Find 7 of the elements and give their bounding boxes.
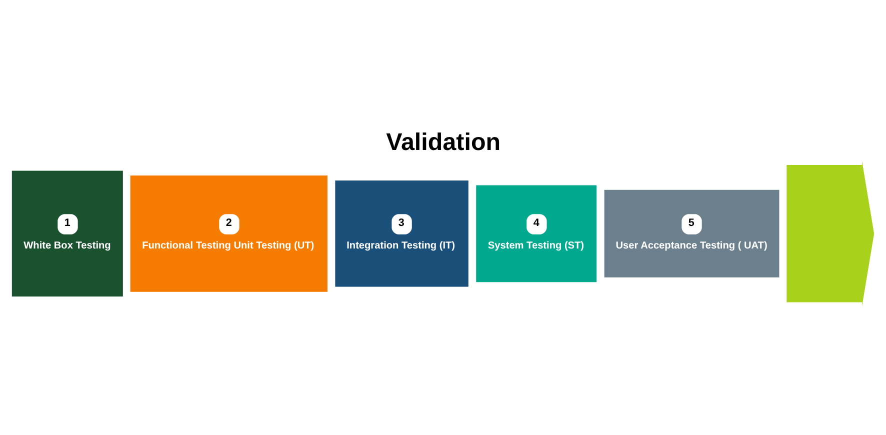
diagram-title: Validation (386, 129, 501, 156)
node-box: 5 User Acceptance Testing ( UAT) (604, 190, 780, 278)
node-box: 4 System Testing (ST) (476, 185, 597, 282)
node-arrow (786, 160, 874, 306)
node-box: 3 Integration Testing (IT) (335, 180, 468, 287)
node-box: 1 White Box Testing (12, 170, 123, 297)
node-box: 2 Functional Testing Unit Testing (UT) (130, 175, 328, 292)
